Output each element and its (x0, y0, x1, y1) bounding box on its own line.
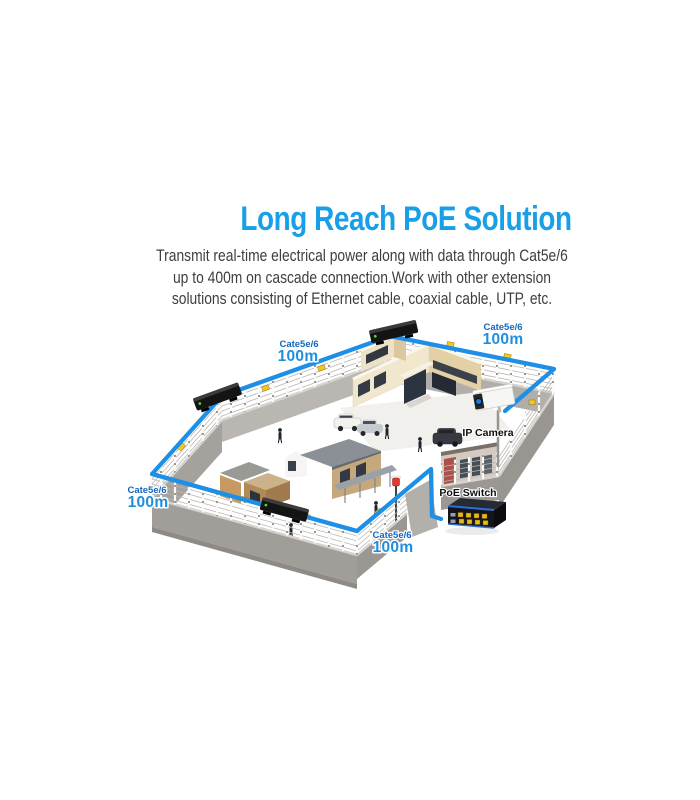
parked-cars (333, 413, 463, 447)
sfp-ports (450, 513, 456, 523)
person (277, 428, 283, 444)
person (417, 437, 423, 453)
cable-label: Cate5e/6 (483, 322, 522, 333)
house-building (220, 439, 397, 508)
description-line: Transmit real-time electrical power alon… (156, 247, 568, 265)
poe-extender (193, 382, 242, 413)
ip-camera (472, 384, 516, 467)
status-led (198, 402, 202, 405)
description-line: up to 400m on cascade connection.Work wi… (172, 268, 552, 287)
cable-distance: 100m (483, 331, 524, 348)
white-suv (333, 413, 362, 432)
cable-distance: 100m (373, 539, 414, 556)
person (384, 424, 390, 440)
security-fence-front (151, 396, 500, 555)
cable-distance: 100m (128, 494, 169, 511)
status-led (264, 503, 268, 507)
poe-switch-label: PoE Switch (439, 487, 496, 499)
cable-run-top (219, 333, 557, 414)
ground (340, 392, 515, 452)
status-led (373, 334, 377, 338)
cable-distance: 100m (278, 348, 319, 365)
poe-extender (259, 497, 309, 524)
cable-label: Cate5e/6 (372, 530, 411, 541)
rj45-ports (457, 512, 489, 526)
page-description: Transmit real-time electrical power alon… (110, 246, 614, 311)
dark-suv (432, 428, 463, 447)
perimeter-wall-right (497, 369, 556, 508)
poe-switch (445, 498, 506, 535)
description-line: solutions consisting of Ethernet cable, … (171, 290, 553, 308)
page-title: Long Reach PoE Solution (240, 200, 572, 238)
cable-run-bottom (149, 393, 444, 534)
cable-label: Cate5e/6 (127, 485, 166, 496)
poe-extenders (193, 320, 419, 524)
silver-car (357, 419, 383, 436)
diagram-labels: Cate5e/6 100m Cate5e/6 100m Cate5e/6 100… (126, 321, 525, 558)
ip-camera-label: IP Camera (462, 427, 513, 439)
cable-label: Cate5e/6 (279, 339, 318, 350)
poe-extender (369, 320, 419, 346)
cat5e-cable (149, 333, 557, 534)
